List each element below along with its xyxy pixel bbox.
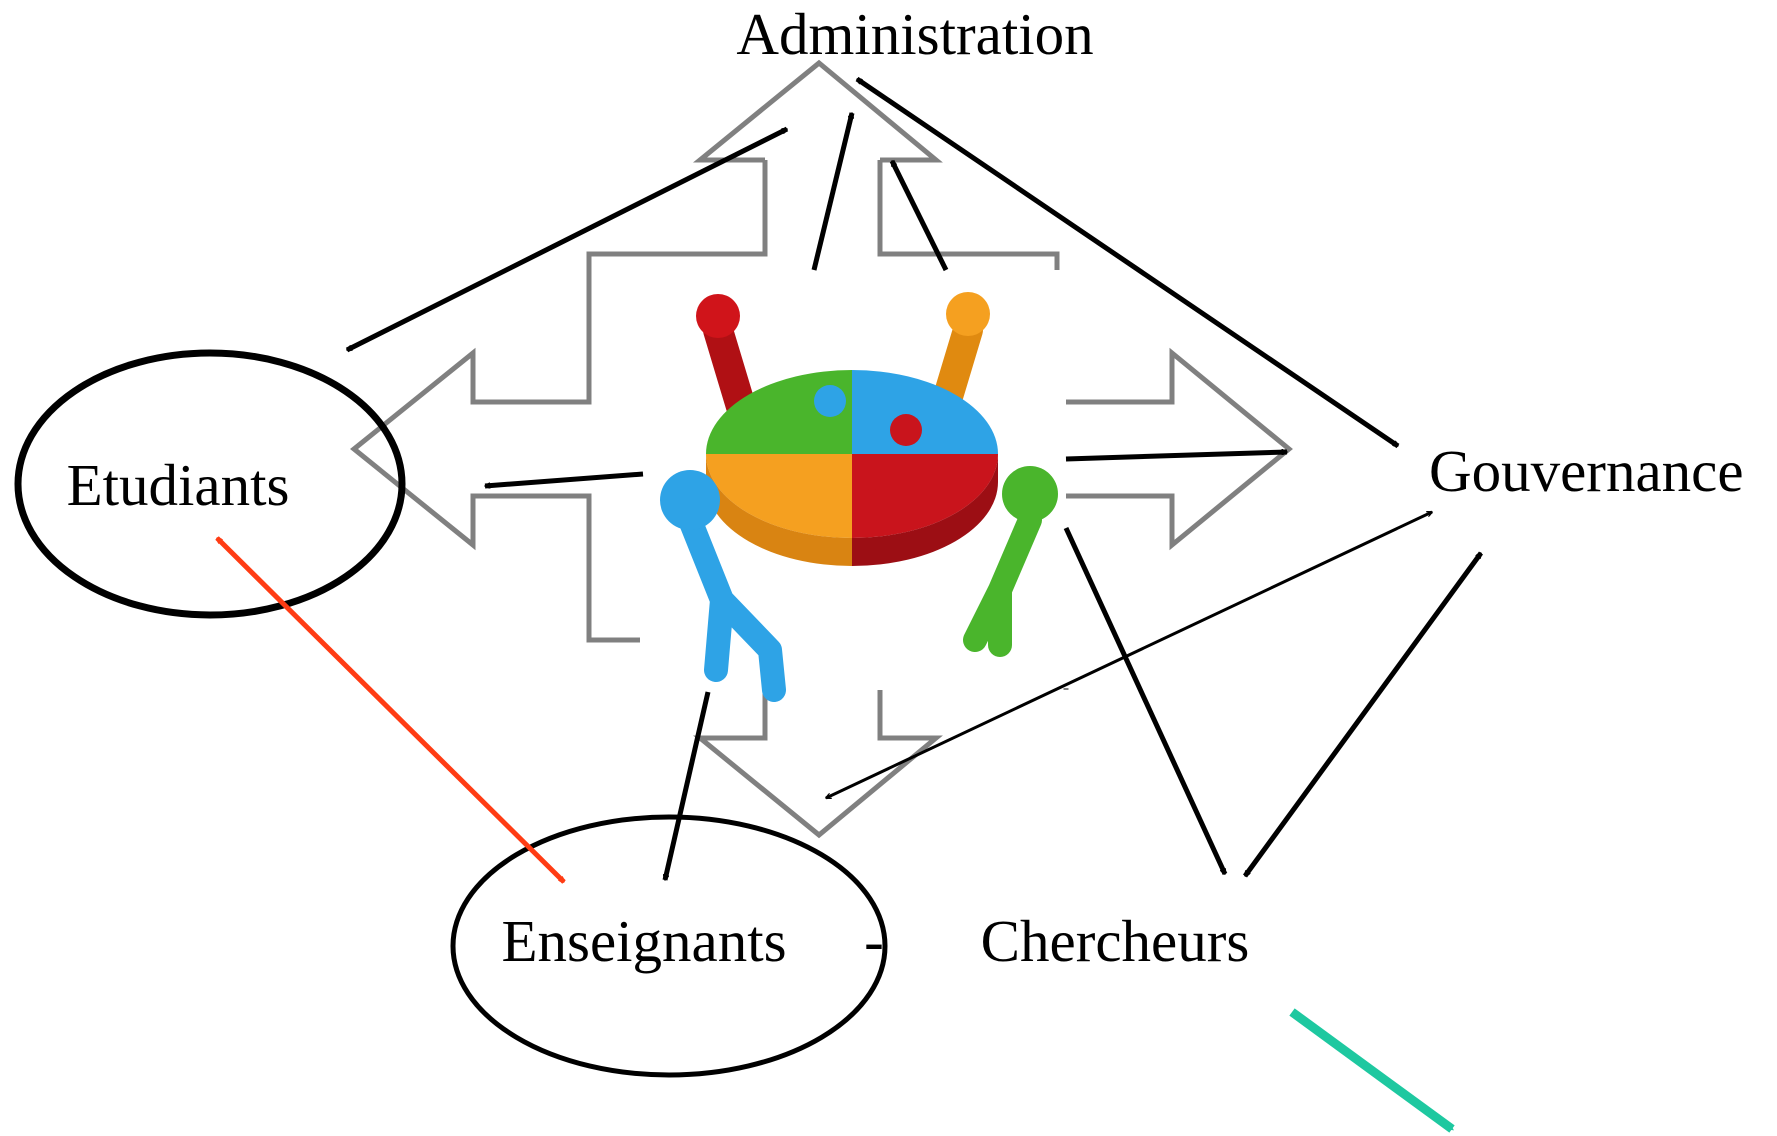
node-administration: Administration [736,1,1093,67]
puzzle-disk [706,370,998,566]
arrow-center-enseignants [662,691,711,880]
blue-figure [660,470,786,702]
node-enseignants: Enseignants [501,908,786,974]
node-gouvernance: Gouvernance [1429,438,1744,504]
stray-dash: - [864,908,884,974]
arrow-etudiants-enseignants [215,536,566,884]
puzzle-team-icon [660,292,1058,702]
enseignants-ellipse [450,814,888,1078]
arrow-center-gouvernance [1065,452,1287,462]
etudiants-ellipse [14,349,406,619]
arrow-center-administration-left [811,113,855,271]
green-figure [963,466,1058,657]
arrow-center-etudiants [485,471,644,486]
arrow-center-chercheurs [1063,526,1228,874]
relationship-arrows [347,76,1484,880]
node-chercheurs: Chercheurs [981,908,1250,974]
arrow-administration-gouvernance [857,76,1398,449]
teal-arrow [1289,1008,1455,1133]
red-figure [696,294,757,425]
arrow-gouvernance-chercheurs [1242,553,1484,876]
node-etudiants: Etudiants [67,452,290,518]
arrow-etudiants-administration [347,126,787,353]
